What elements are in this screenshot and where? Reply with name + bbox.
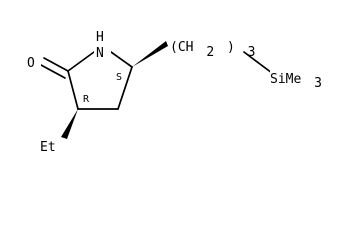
- nitrogen-label: N: [96, 46, 104, 61]
- stereo-descriptor-s: S: [116, 72, 122, 83]
- silyl-group: SiMe: [270, 72, 301, 87]
- wedge-bond-c3-ethyl: [61, 109, 78, 139]
- bond-c3-c2: [67, 70, 79, 110]
- wedge-bond-c5-chain: [132, 41, 168, 67]
- carbonyl-double-bond: [40, 57, 69, 79]
- chain-repeat-3: 3: [248, 45, 256, 60]
- bond-chain-si: [243, 51, 273, 74]
- stereo-descriptor-r: R: [83, 94, 90, 105]
- silyl-subscript-3: 3: [314, 76, 322, 91]
- chain-subscript-2: 2: [206, 45, 214, 60]
- chain-prefix: (CH: [170, 40, 193, 55]
- ethyl-label: Et: [40, 140, 56, 155]
- bond-c2-n1: [67, 51, 95, 72]
- nitrogen-hydrogen-label: H: [96, 30, 104, 45]
- ring-bonds: [67, 51, 133, 110]
- oxygen-label: O: [27, 56, 35, 71]
- chemical-structure: O H N S R Et (CH 2 ) 3 SiMe 3: [25, 30, 326, 155]
- bond-n1-c5: [110, 51, 133, 68]
- chain-close-paren: ): [227, 40, 235, 55]
- chain-label: (CH 2 ) 3: [170, 40, 255, 60]
- bond-c5-c4: [117, 66, 133, 110]
- silyl-label: SiMe 3: [270, 72, 322, 91]
- atom-labels: O H N S R Et (CH 2 ) 3 SiMe 3: [25, 30, 326, 155]
